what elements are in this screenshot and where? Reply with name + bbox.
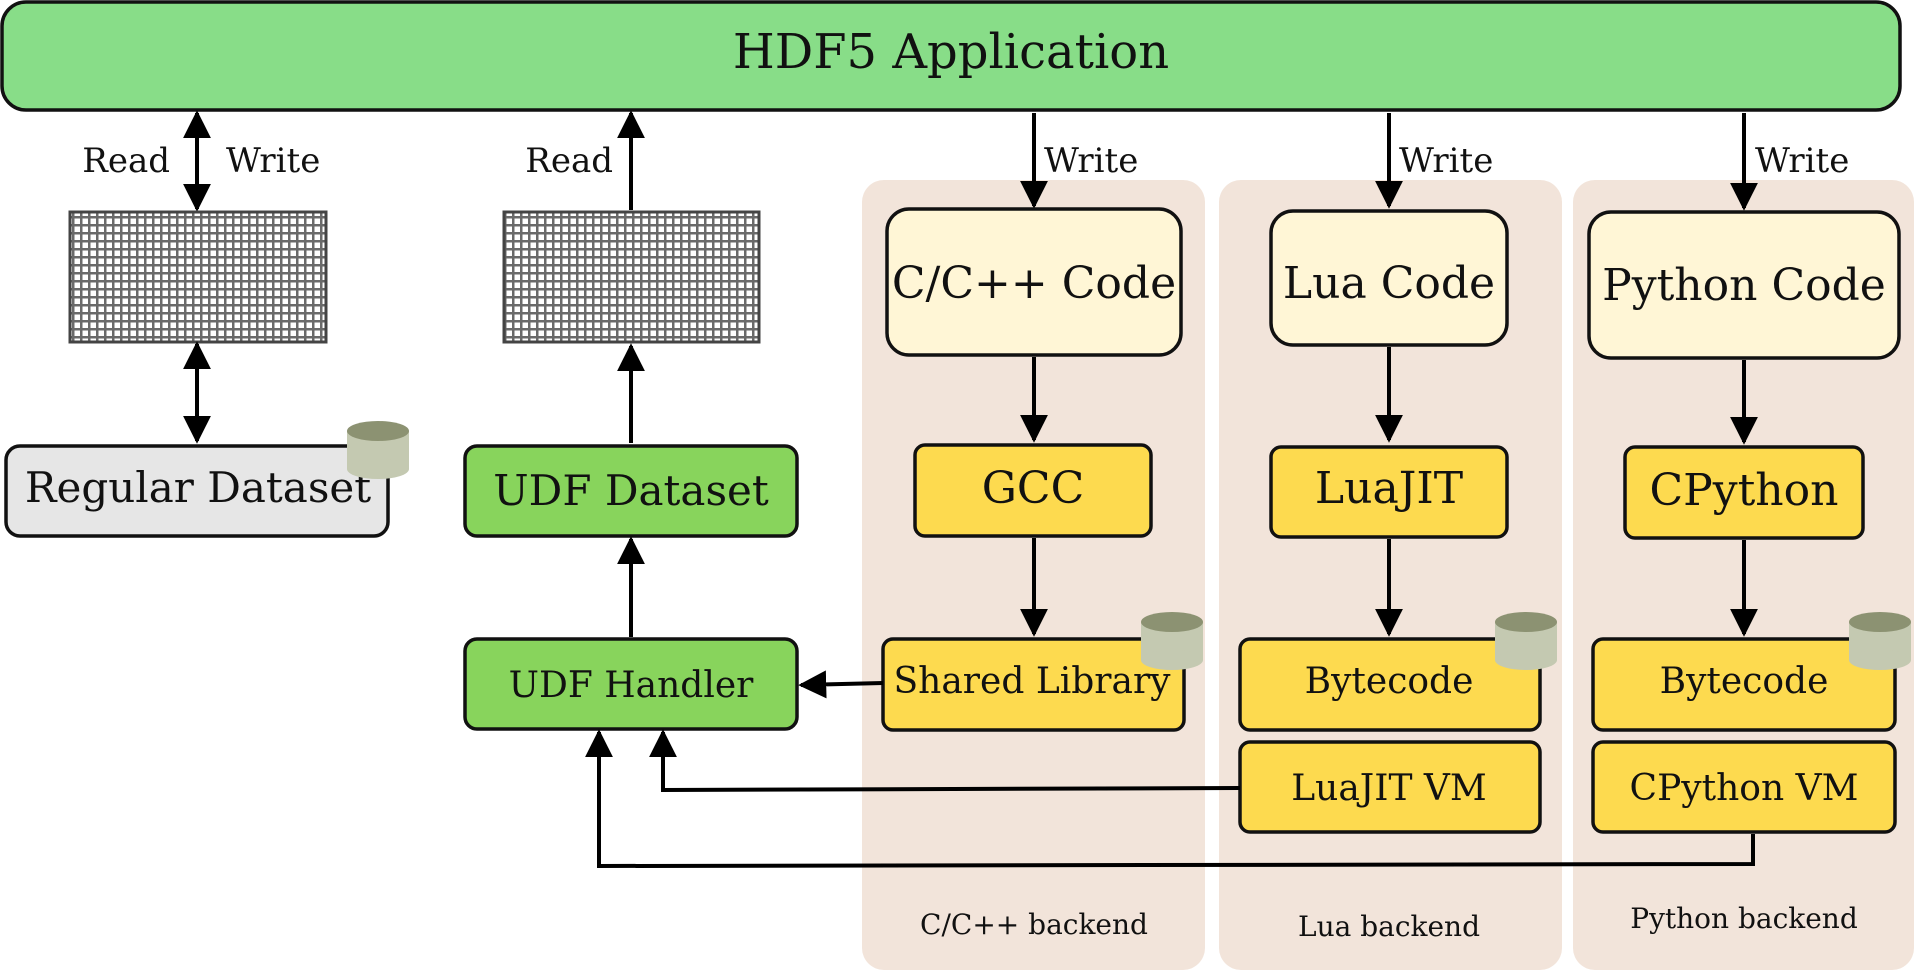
data-grid-icon: [68, 210, 328, 344]
c-code-label: C/C++ Code: [892, 258, 1176, 309]
data-grid-icon: [502, 210, 761, 344]
lua-code-label: Lua Code: [1283, 258, 1495, 309]
shared-library-box: Shared Library: [881, 637, 1186, 732]
cpython-label: CPython: [1650, 465, 1839, 516]
lua-code-box: Lua Code: [1269, 209, 1509, 347]
cpython-box: CPython: [1623, 445, 1865, 540]
udf-handler-box: UDF Handler: [463, 637, 799, 731]
lua-backend-label: Lua backend: [1298, 910, 1480, 943]
lua-bytecode-box: Bytecode: [1238, 637, 1542, 732]
database-cylinder-icon: [1495, 612, 1557, 670]
label-write-1: Write: [226, 141, 320, 181]
regular-dataset-box: Regular Dataset: [4, 444, 390, 538]
gcc-label: GCC: [982, 463, 1084, 514]
lua-bytecode-label: Bytecode: [1305, 661, 1474, 702]
hdf5-application-bar: HDF5 Application: [0, 0, 1902, 112]
python-backend-label: Python backend: [1630, 902, 1858, 935]
database-cylinder-icon: [1141, 612, 1203, 670]
arrow-luajitvm-handler: [649, 729, 1241, 793]
udf-handler-label: UDF Handler: [509, 665, 755, 706]
cpython-vm-label: CPython VM: [1630, 768, 1859, 809]
shared-library-label: Shared Library: [894, 661, 1172, 702]
gcc-box: GCC: [913, 443, 1153, 538]
label-write-python: Write: [1755, 141, 1849, 181]
database-cylinder-icon: [347, 421, 409, 479]
label-write-c: Write: [1044, 141, 1138, 181]
label-read-1: Read: [82, 141, 170, 181]
udf-dataset-label: UDF Dataset: [493, 466, 769, 515]
python-bytecode-label: Bytecode: [1660, 661, 1829, 702]
arrow-sharedlib-handler: [798, 670, 884, 699]
luajit-vm-box: LuaJIT VM: [1238, 740, 1542, 834]
database-cylinder-icon: [1849, 612, 1911, 670]
label-write-lua: Write: [1399, 141, 1493, 181]
arrow-cpythonvm-handler: [585, 729, 1755, 869]
c-code-box: C/C++ Code: [885, 207, 1183, 357]
udf-dataset-box: UDF Dataset: [463, 444, 799, 538]
c-backend-label: C/C++ backend: [920, 908, 1148, 941]
python-code-box: Python Code: [1587, 210, 1901, 360]
luajit-box: LuaJIT: [1269, 445, 1509, 539]
luajit-label: LuaJIT: [1315, 463, 1463, 514]
python-code-label: Python Code: [1602, 260, 1886, 311]
luajit-vm-label: LuaJIT VM: [1291, 768, 1487, 809]
regular-dataset-label: Regular Dataset: [25, 463, 371, 512]
python-bytecode-box: Bytecode: [1591, 637, 1897, 732]
app-title: HDF5 Application: [733, 24, 1169, 80]
label-read-2: Read: [525, 141, 613, 181]
cpython-vm-box: CPython VM: [1591, 740, 1897, 834]
